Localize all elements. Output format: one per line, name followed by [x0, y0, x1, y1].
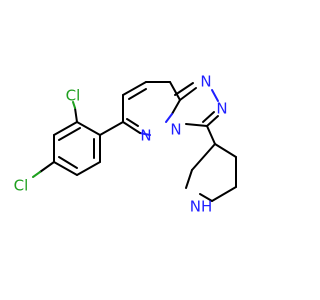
bond [76, 121, 101, 136]
nitrogen-h-label: NH [190, 198, 213, 216]
nitrogen-label: N [200, 73, 211, 91]
bond [211, 186, 237, 202]
pyridazine-ring [122, 81, 181, 136]
bond [174, 82, 194, 96]
triazole-ring [174, 82, 219, 127]
bond [122, 81, 147, 96]
dichlorophenyl-ring [53, 121, 101, 176]
nitrogen-label: N [140, 127, 151, 145]
bond [39, 161, 55, 173]
bond [169, 81, 181, 101]
bond [211, 89, 219, 102]
bond [126, 118, 139, 127]
bond [76, 161, 101, 176]
bond [179, 87, 197, 101]
chlorine-bonds [32, 101, 78, 178]
bond [58, 156, 78, 169]
chlorine-label: Cl [14, 177, 29, 195]
bond [32, 171, 41, 178]
bond [202, 111, 215, 123]
bond [53, 161, 78, 176]
bond [165, 113, 173, 123]
bond [185, 169, 193, 189]
bond [72, 101, 76, 109]
bond [122, 121, 141, 134]
bond [199, 193, 213, 202]
bond [214, 143, 237, 158]
bond [74, 107, 78, 123]
biaryl-bond [99, 121, 124, 136]
molecule-svg: Cl Cl N N N N NH [14, 73, 237, 216]
nitrogen-label: N [216, 100, 227, 118]
bond [191, 143, 216, 171]
bond [139, 132, 151, 136]
molecule-structure-diagram: Cl Cl N N N N NH [14, 73, 237, 216]
bond [53, 121, 78, 136]
bond [185, 123, 208, 127]
nitrogen-label: N [170, 121, 181, 139]
piperidine-ring [185, 125, 237, 202]
bond [206, 115, 219, 127]
bond [171, 99, 181, 115]
bond [206, 125, 216, 145]
bond [58, 127, 81, 141]
chlorine-label: Cl [66, 87, 81, 105]
bond [128, 88, 147, 100]
